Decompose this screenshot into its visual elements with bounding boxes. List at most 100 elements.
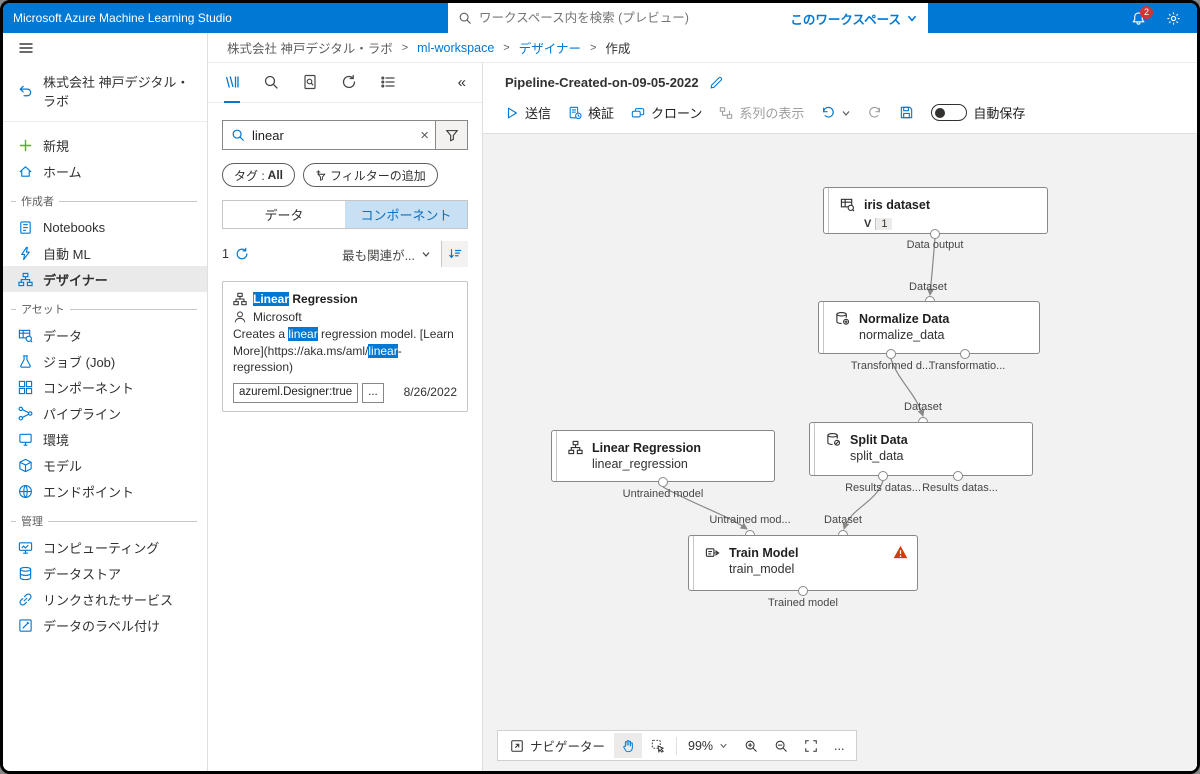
sidebar-section-assets: アセット bbox=[3, 292, 207, 322]
show-lineage-button[interactable]: 系列の表示 bbox=[719, 103, 804, 122]
notebook-icon bbox=[20, 220, 31, 234]
autosave-toggle[interactable] bbox=[931, 104, 968, 121]
breadcrumb-current: 作成 bbox=[605, 42, 631, 56]
asset-search-input[interactable] bbox=[252, 127, 414, 143]
save-button[interactable] bbox=[899, 105, 914, 120]
tab-components[interactable]: コンポーネント bbox=[345, 201, 467, 228]
notifications-button[interactable]: 2 bbox=[1131, 5, 1153, 26]
sidebar-item-datastores[interactable]: データストア bbox=[3, 560, 207, 586]
chevron-down-icon[interactable] bbox=[421, 249, 431, 259]
port-label: Results datas... bbox=[845, 482, 921, 494]
card-more-tags-chip[interactable]: ... bbox=[362, 382, 384, 403]
clone-button[interactable]: クローン bbox=[631, 103, 702, 122]
edit-pencil-icon[interactable] bbox=[709, 76, 723, 90]
clone-icon bbox=[631, 107, 645, 117]
labeling-icon bbox=[19, 618, 32, 632]
node-linear-regression[interactable]: Linear Regression linear_regression bbox=[551, 430, 775, 482]
port-label: Data output bbox=[906, 239, 964, 251]
panel-tab-data-preview[interactable] bbox=[302, 63, 318, 103]
toggle-knob bbox=[935, 107, 946, 118]
sidebar-item-compute[interactable]: コンピューティング bbox=[3, 534, 207, 560]
breadcrumb: 株式会社 神戸デジタル・ラボ > ml-workspace > デザイナー > … bbox=[208, 33, 1197, 63]
settings-gear-icon[interactable] bbox=[1166, 11, 1181, 26]
sidebar-item-designer[interactable]: デザイナー bbox=[3, 266, 207, 292]
panel-tab-search[interactable] bbox=[263, 63, 279, 103]
lightning-icon bbox=[21, 246, 30, 260]
pan-tool-button[interactable] bbox=[614, 733, 643, 758]
clear-search-icon[interactable]: × bbox=[420, 126, 429, 144]
sort-dropdown-label[interactable]: 最も関連が... bbox=[342, 248, 415, 263]
panel-tab-refresh[interactable] bbox=[341, 63, 357, 103]
zoom-out-button[interactable] bbox=[767, 733, 795, 758]
card-tag-chip: azureml.Designer:true bbox=[233, 382, 359, 403]
more-options-button[interactable]: ... bbox=[834, 738, 845, 753]
tab-data[interactable]: データ bbox=[223, 201, 345, 228]
port-train-output[interactable] bbox=[798, 586, 808, 596]
breadcrumb-workspace[interactable]: 株式会社 神戸デジタル・ラボ bbox=[227, 42, 393, 56]
port-linreg-output[interactable] bbox=[658, 477, 668, 487]
select-tool-button[interactable] bbox=[644, 733, 672, 758]
component-card-linear-regression[interactable]: Linear Regression Microsoft Creates a li… bbox=[222, 281, 468, 412]
node-title: Train Model bbox=[729, 546, 799, 560]
redo-button[interactable] bbox=[868, 106, 882, 120]
sidebar-item-data[interactable]: データ bbox=[3, 322, 207, 348]
sidebar-item-notebooks[interactable]: Notebooks bbox=[3, 214, 207, 240]
refresh-results-icon[interactable] bbox=[235, 247, 249, 261]
sidebar-item-new[interactable]: 新規 bbox=[3, 132, 207, 158]
lineage-icon bbox=[720, 106, 733, 119]
global-search-box[interactable]: このワークスペース bbox=[448, 3, 928, 33]
port-iris-output[interactable] bbox=[930, 229, 940, 239]
submit-button[interactable]: 送信 bbox=[505, 103, 551, 122]
fit-to-screen-button[interactable] bbox=[797, 733, 825, 758]
workspace-switcher[interactable]: 株式会社 神戸デジタル・ラボ bbox=[3, 63, 207, 122]
sidebar-item-jobs[interactable]: ジョブ (Job) bbox=[3, 348, 207, 374]
sidebar-item-data-labeling[interactable]: データのラベル付け bbox=[3, 612, 207, 638]
sidebar-item-linked-services[interactable]: リンクされたサービス bbox=[3, 586, 207, 612]
undo-menu-chevron-icon[interactable] bbox=[841, 108, 851, 118]
breadcrumb-ml-workspace[interactable]: ml-workspace bbox=[417, 40, 495, 55]
redo-icon bbox=[869, 106, 881, 118]
hand-pan-icon bbox=[623, 739, 633, 752]
sidebar-section-manage: 管理 bbox=[3, 504, 207, 534]
tag-filter-pill[interactable]: タグ :All bbox=[222, 163, 296, 187]
sidebar-item-models[interactable]: モデル bbox=[3, 452, 207, 478]
breadcrumb-separator: > bbox=[401, 41, 409, 54]
panel-tab-list[interactable] bbox=[380, 63, 396, 103]
port-normalize-output-1[interactable] bbox=[886, 349, 896, 359]
zoom-in-icon bbox=[745, 740, 757, 752]
node-split-data[interactable]: Split Data split_data bbox=[809, 422, 1033, 476]
hamburger-menu-icon[interactable] bbox=[18, 40, 34, 56]
node-normalize-data[interactable]: Normalize Data normalize_data bbox=[818, 301, 1040, 354]
sidebar-item-endpoints[interactable]: エンドポイント bbox=[3, 478, 207, 504]
validate-button[interactable]: 検証 bbox=[568, 103, 614, 122]
top-app-bar: Microsoft Azure Machine Learning Studio … bbox=[3, 3, 1197, 33]
port-split-output-1[interactable] bbox=[878, 471, 888, 481]
library-icon bbox=[225, 75, 239, 88]
zoom-level-dropdown[interactable]: 99% bbox=[681, 733, 735, 758]
port-split-output-2[interactable] bbox=[953, 471, 963, 481]
node-train-model[interactable]: Train Model train_model bbox=[688, 535, 918, 591]
sort-order-button[interactable] bbox=[441, 241, 468, 267]
undo-button[interactable] bbox=[821, 106, 851, 120]
port-normalize-output-2[interactable] bbox=[960, 349, 970, 359]
sidebar-item-automl[interactable]: 自動 ML bbox=[3, 240, 207, 266]
asset-search-box[interactable]: × bbox=[222, 120, 436, 150]
compute-monitor-icon bbox=[18, 541, 33, 554]
global-search-input[interactable] bbox=[479, 11, 784, 25]
panel-tab-library[interactable] bbox=[224, 63, 240, 103]
collapse-panel-button[interactable]: « bbox=[457, 74, 466, 91]
breadcrumb-designer[interactable]: デザイナー bbox=[518, 42, 581, 56]
workspace-scope-dropdown[interactable]: このワークスペース bbox=[790, 9, 918, 28]
zoom-in-button[interactable] bbox=[737, 733, 765, 758]
filter-button[interactable] bbox=[436, 120, 468, 150]
sidebar-item-components[interactable]: コンポーネント bbox=[3, 374, 207, 400]
add-filter-pill[interactable]: フィルターの追加 bbox=[303, 163, 438, 187]
sidebar-item-home[interactable]: ホーム bbox=[3, 158, 207, 184]
navigator-button[interactable]: ナビゲーター bbox=[503, 733, 612, 758]
sidebar-item-environments[interactable]: 環境 bbox=[3, 426, 207, 452]
sidebar-item-pipelines[interactable]: パイプライン bbox=[3, 400, 207, 426]
workspace-name: 株式会社 神戸デジタル・ラボ bbox=[43, 75, 190, 109]
